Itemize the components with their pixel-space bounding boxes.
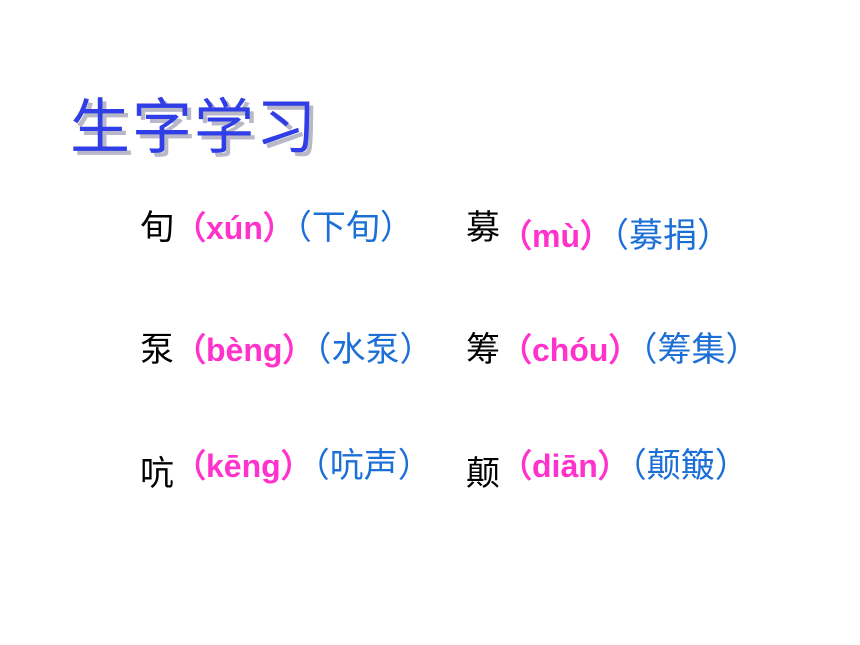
vocab-word: （吭声） xyxy=(312,446,432,486)
vocab-word: （下旬） xyxy=(294,208,414,248)
vocab-word: （颠簸） xyxy=(629,446,749,486)
vocab-item-dian: 颠（diān）（颠簸） xyxy=(466,444,749,494)
vocab-char: 筹 xyxy=(466,330,500,370)
vocab-item-mu: 募（mù）（募捐） xyxy=(466,206,731,256)
vocab-char: 泵 xyxy=(140,330,174,370)
vocab-char: 募 xyxy=(466,208,500,248)
vocab-pinyin: （mù） xyxy=(500,218,613,254)
vocab-word: （筹集） xyxy=(640,330,760,370)
vocab-item-beng: 泵（bèng）（水泵） xyxy=(140,328,433,372)
vocab-char: 旬 xyxy=(140,208,174,248)
vocab-pinyin: （xún） xyxy=(174,210,295,246)
vocab-item-chou: 筹（chóu）（筹集） xyxy=(466,328,759,372)
vocab-pinyin: （bèng） xyxy=(174,332,315,368)
vocab-word: （募捐） xyxy=(612,216,732,256)
vocab-char: 吭 xyxy=(140,454,174,494)
vocab-word: （水泵） xyxy=(314,330,434,370)
slide-title: 生字学习 xyxy=(70,93,318,163)
vocab-pinyin: （kēng） xyxy=(174,448,313,484)
vocab-char: 颠 xyxy=(466,454,500,494)
vocab-item-xun: 旬（xún）（下旬） xyxy=(140,206,414,250)
vocab-pinyin: （chóu） xyxy=(500,332,641,368)
vocab-pinyin: （diān） xyxy=(500,448,630,484)
vocab-item-keng: 吭（kēng）（吭声） xyxy=(140,444,432,494)
